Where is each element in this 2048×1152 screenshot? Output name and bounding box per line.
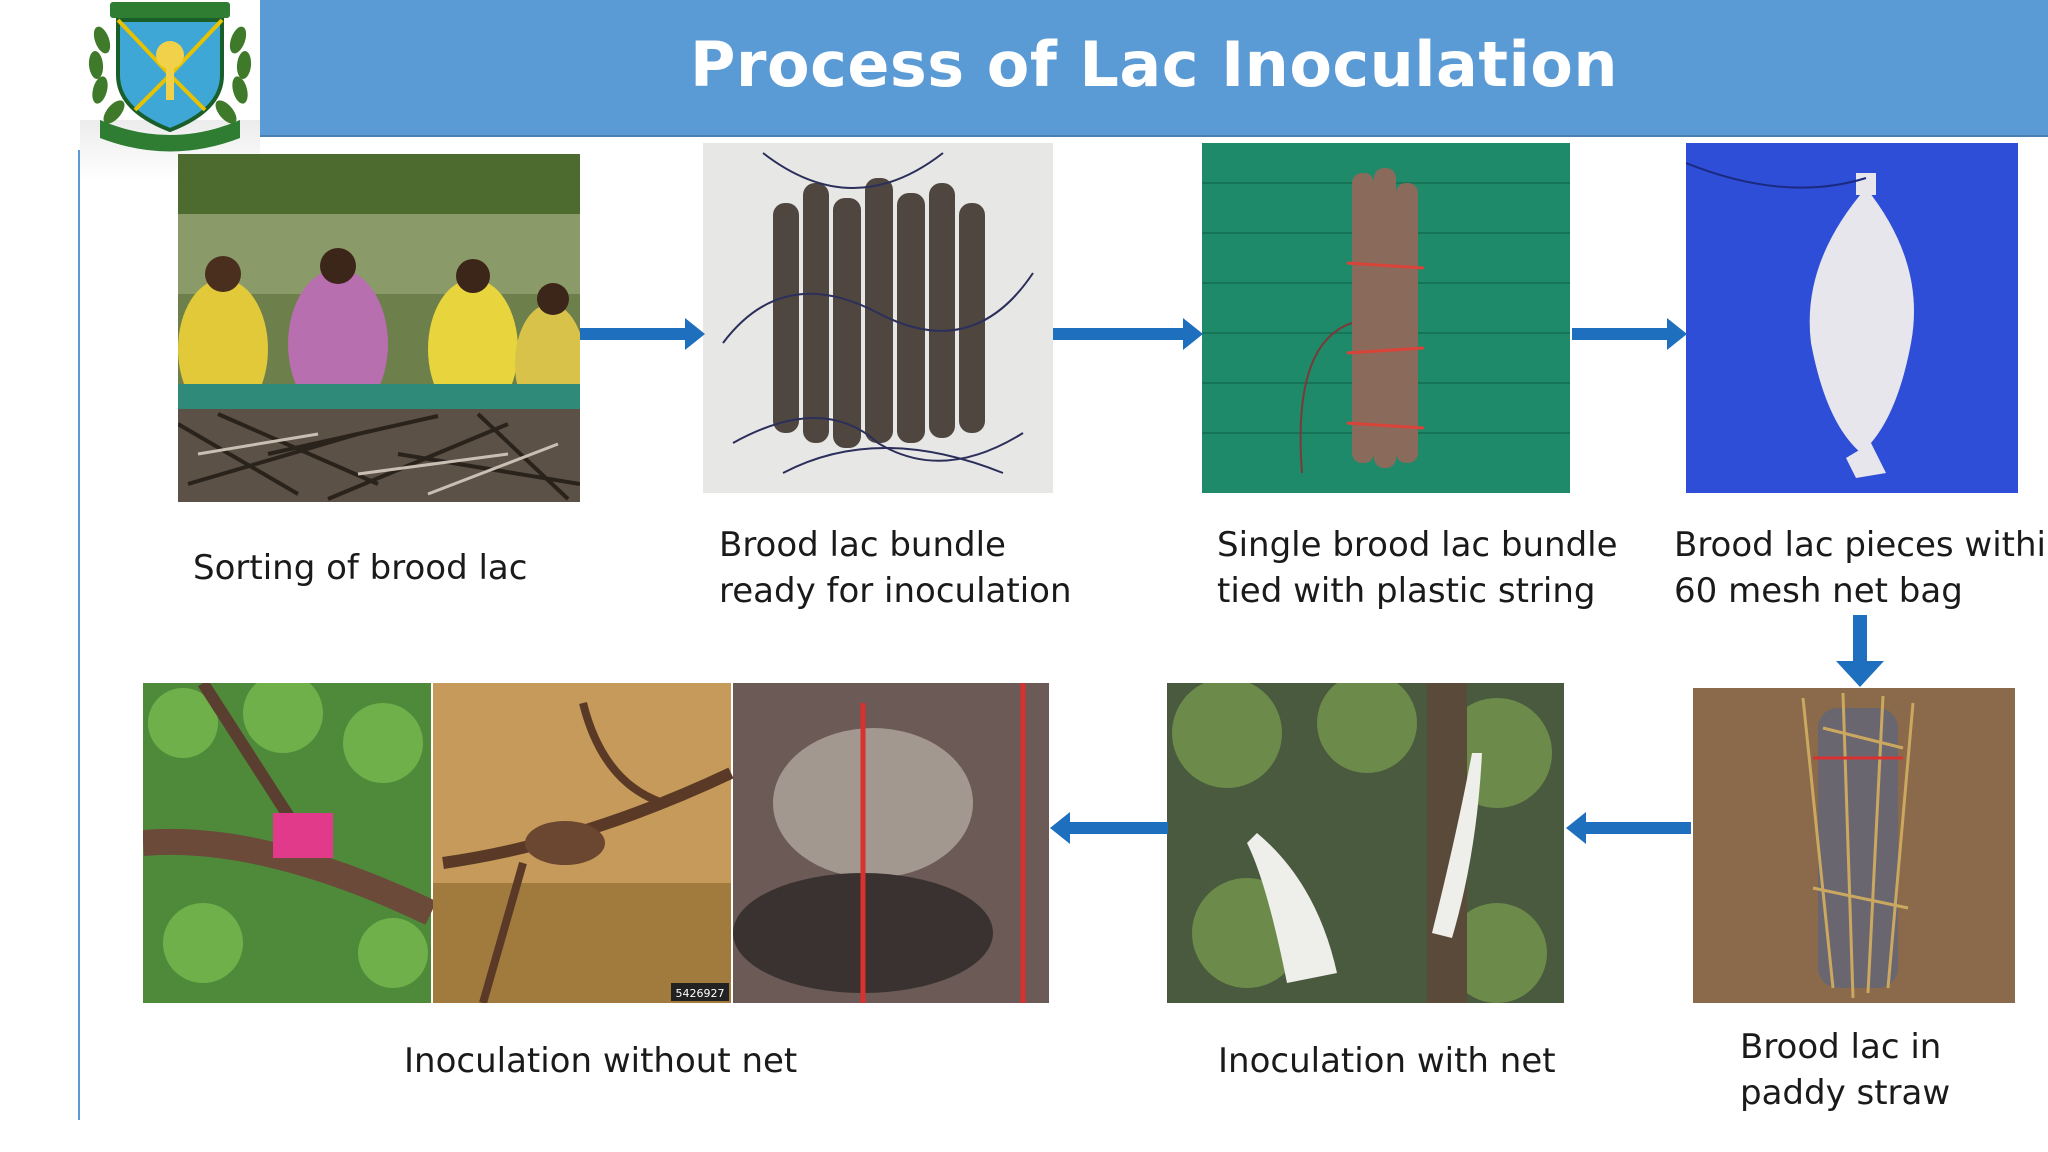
caption-line: Brood lac bundle [719, 525, 1006, 565]
caption-line: Single brood lac bundle [1217, 525, 1618, 565]
arrow-right-3 [1572, 318, 1687, 350]
photo-sorting-brood-lac [178, 154, 580, 502]
photo-inoculation-with-net [1167, 683, 1564, 1003]
title-banner: Process of Lac Inoculation [260, 0, 2048, 137]
caption-line: tied with plastic string [1217, 571, 1596, 611]
university-crest-icon [80, 0, 260, 155]
arrow-right-1 [580, 318, 705, 350]
caption-line: ready for inoculation [719, 571, 1072, 611]
page-title: Process of Lac Inoculation [689, 28, 1619, 101]
caption-sorting: Sorting of brood lac [193, 545, 527, 591]
caption-single-bundle: Single brood lac bundle tied with plasti… [1217, 522, 1618, 614]
caption-net-bag: Brood lac pieces within 60 mesh net bag [1674, 522, 2048, 614]
caption-line: Inoculation without net [404, 1041, 798, 1081]
caption-with-net: Inoculation with net [1218, 1038, 1556, 1084]
caption-line: Sorting of brood lac [193, 548, 528, 588]
caption-line: 60 mesh net bag [1674, 571, 1963, 611]
caption-bundle: Brood lac bundle ready for inoculation [719, 522, 1072, 614]
left-vertical-rule [78, 150, 80, 1120]
photo-paddy-straw [1693, 688, 2015, 1003]
caption-line: Brood lac pieces within [1674, 525, 2048, 565]
caption-without-net: Inoculation without net [404, 1038, 797, 1084]
caption-line: Inoculation with net [1218, 1041, 1556, 1081]
photo-stamp: 5426927 [676, 987, 725, 1000]
photo-brood-lac-bundle [703, 143, 1053, 493]
arrow-down [1836, 615, 1884, 687]
caption-line: paddy straw [1740, 1073, 1951, 1113]
caption-line: Brood lac in [1740, 1027, 1942, 1067]
photo-single-brood-lac-bundle [1202, 143, 1570, 493]
arrow-right-2 [1053, 318, 1203, 350]
arrow-left-2 [1050, 812, 1168, 844]
photo-net-bag [1686, 143, 2018, 493]
caption-paddy-straw: Brood lac in paddy straw [1740, 1024, 1950, 1116]
photo-inoculation-without-net: 5426927 [143, 683, 1049, 1003]
arrow-left-1 [1566, 812, 1691, 844]
